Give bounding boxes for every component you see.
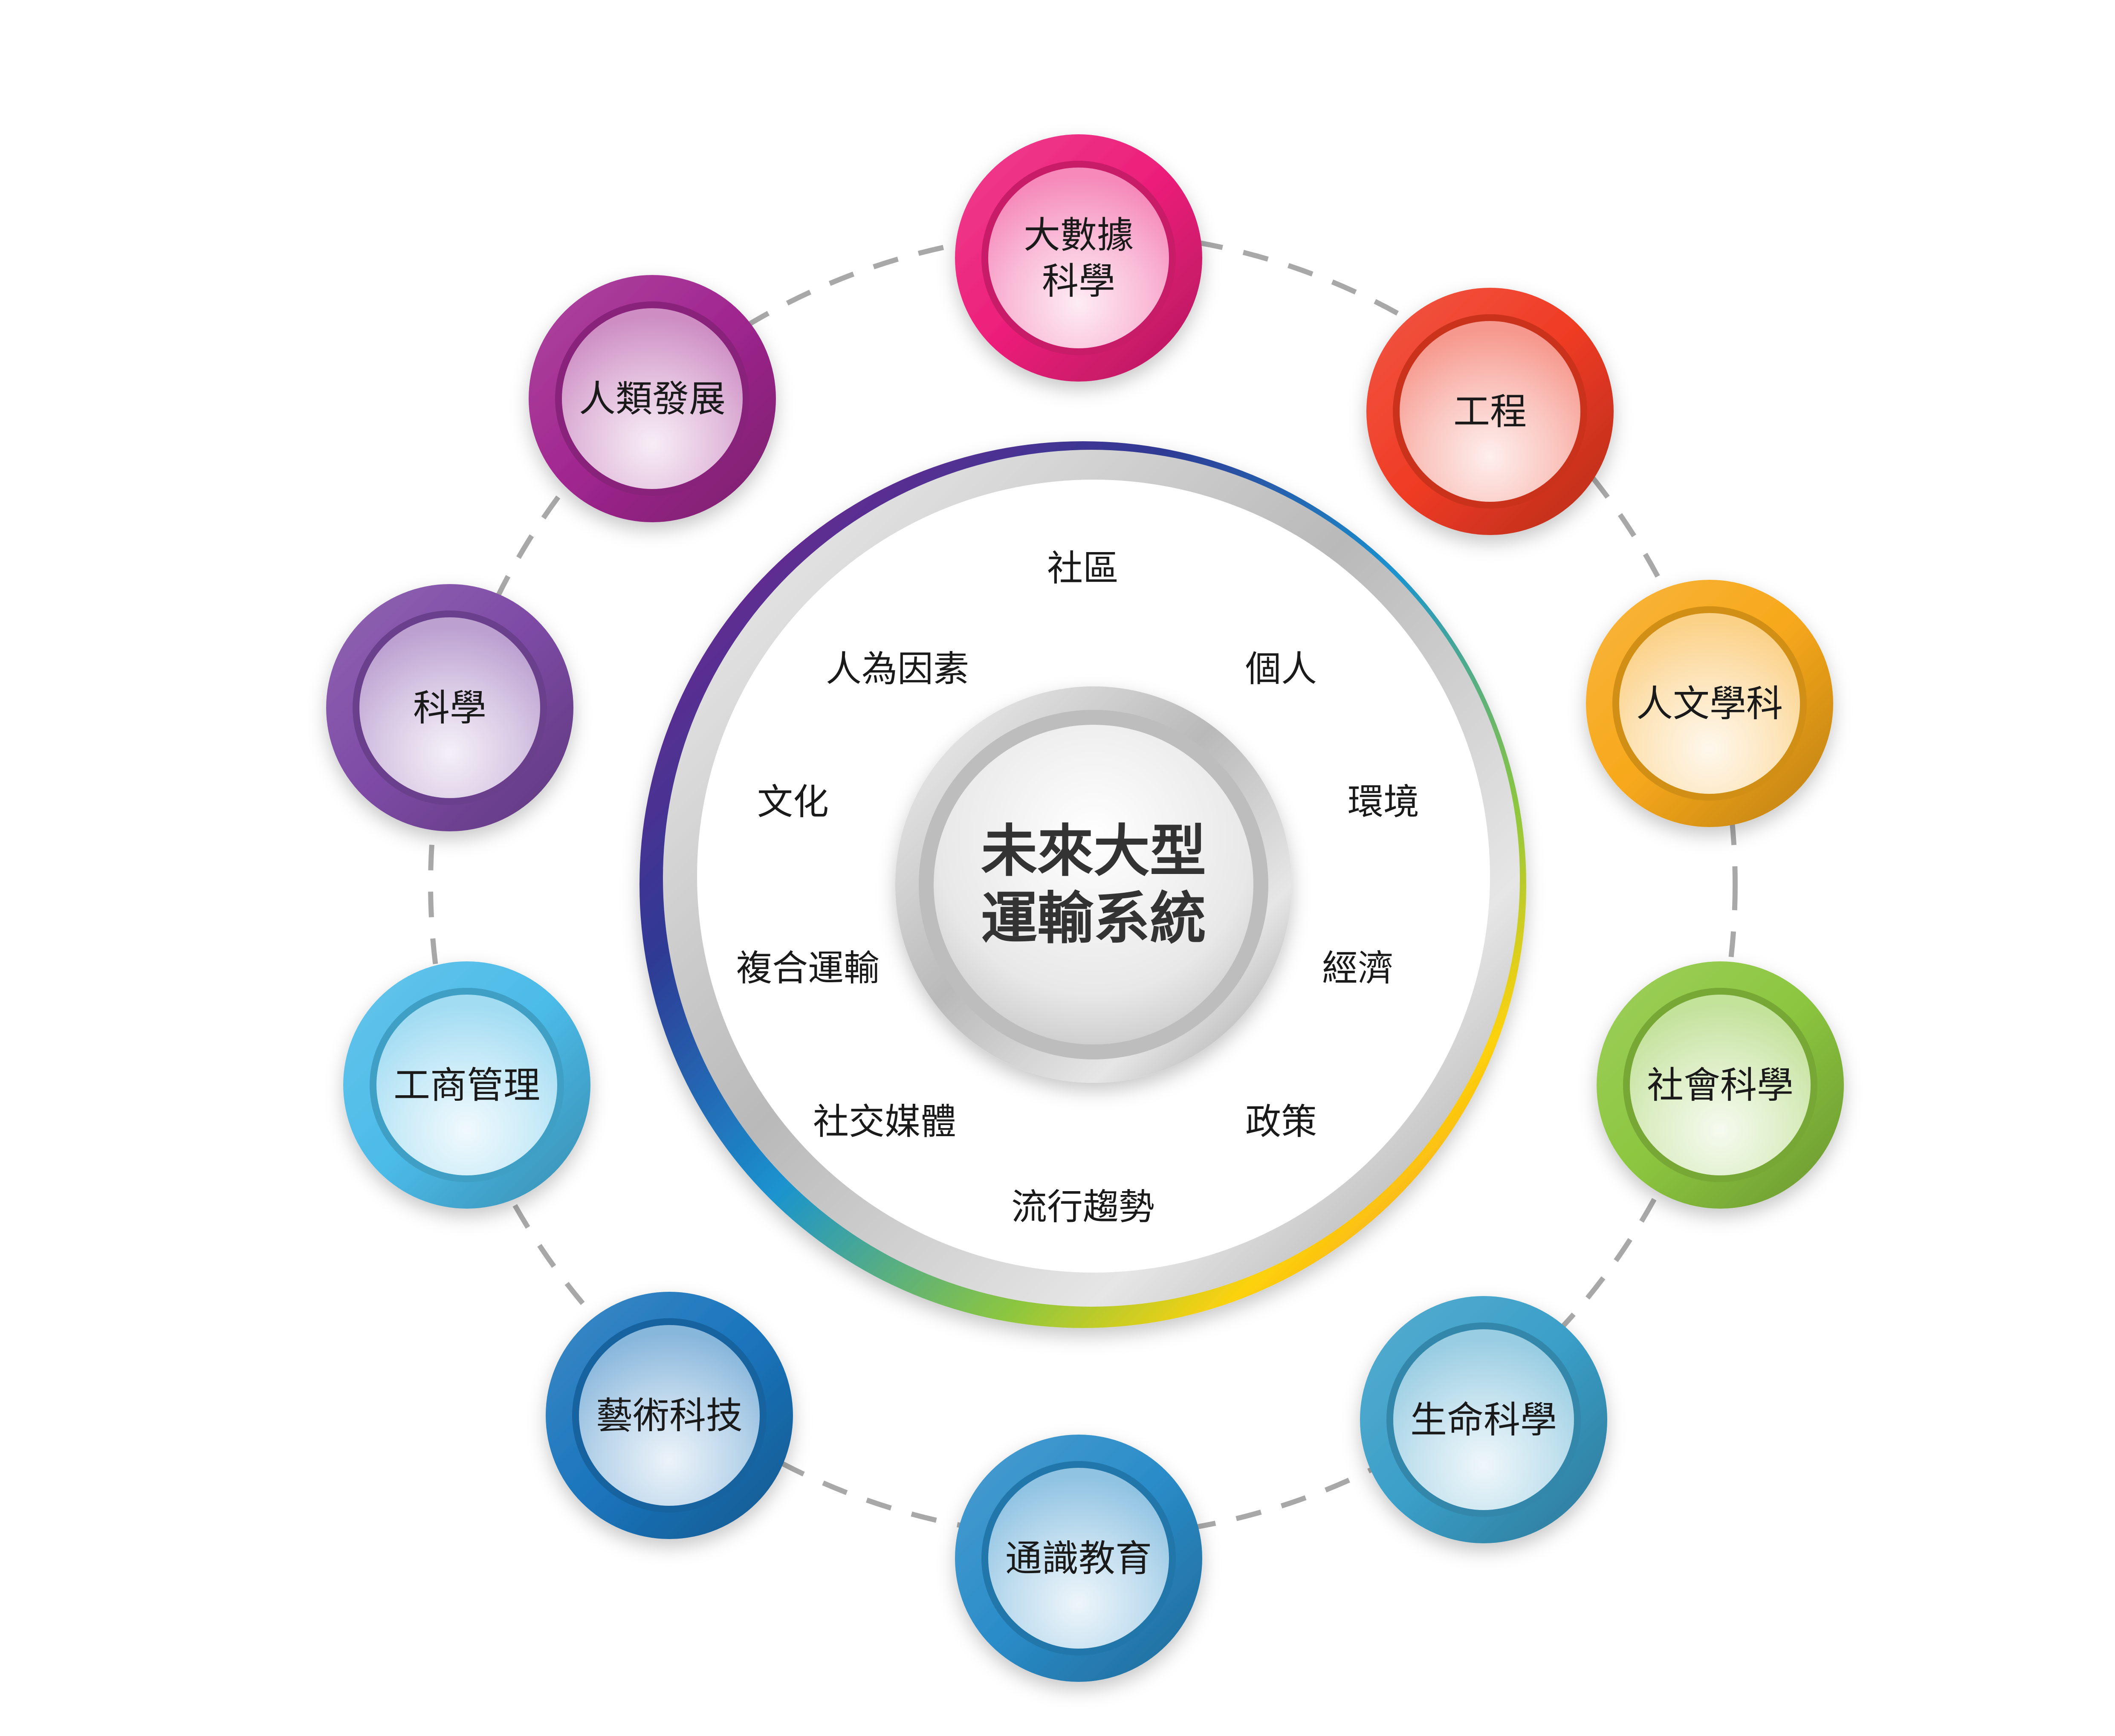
discipline-label: 通識教育 [1005,1537,1152,1580]
center-disc [895,686,1292,1083]
topic-trends: 流行趨勢 [1011,1186,1154,1228]
disc-gloss [376,995,557,1175]
discipline-life-science [1360,1296,1607,1543]
discipline-label: 科學 [413,687,486,729]
topic-policy: 政策 [1245,1101,1317,1143]
topic-individual: 個人 [1245,648,1317,690]
disc-gloss [562,308,743,489]
discipline-engineering [1366,288,1614,535]
discipline-general-education [955,1435,1202,1682]
discipline-label: 藝術科技 [596,1395,743,1437]
discipline-big-data-science [955,134,1202,382]
discipline-label: 生命科學 [1410,1399,1557,1441]
disc-gloss [988,1468,1169,1649]
discipline-label: 人類發展 [579,378,726,420]
topic-economy: 經濟 [1322,947,1394,989]
disc-gloss [579,1325,760,1506]
discipline-human-development [529,275,776,522]
discipline-label: 工商管理 [393,1064,540,1107]
disc-gloss [1630,995,1811,1175]
discipline-humanities [1586,580,1833,827]
topic-human-factors: 人為因素 [826,648,969,690]
discipline-art-technology [546,1292,793,1539]
discipline-science [326,584,573,831]
topic-community: 社區 [1047,547,1119,589]
topic-intermodal: 複合運輸 [736,947,880,989]
topic-environment: 環境 [1348,781,1419,823]
disc-gloss [359,617,540,798]
discipline-label: 工程 [1453,391,1527,433]
topic-labels: 社區 個人 環境 經濟 政策 流行趨勢 社交媒體 複合運輸 文化 人為因素 [736,547,1419,1228]
discipline-label: 人文學科 [1636,683,1783,725]
discipline-social-science [1597,961,1844,1209]
center-title-line-2: 運輸系統 [981,886,1206,952]
discipline-business-management [343,961,590,1209]
disc-gloss [1393,1329,1574,1510]
discipline-label: 科學 [1042,260,1115,303]
disc-gloss [988,168,1169,348]
disc-gloss [1619,613,1800,794]
topic-culture: 文化 [757,781,829,823]
topic-social-media: 社交媒體 [813,1101,956,1143]
center-title-line-1: 未來大型 [981,819,1206,884]
discipline-label: 大數據 [1024,214,1134,257]
discipline-label: 社會科學 [1647,1064,1794,1107]
disc-gloss [1400,321,1580,502]
